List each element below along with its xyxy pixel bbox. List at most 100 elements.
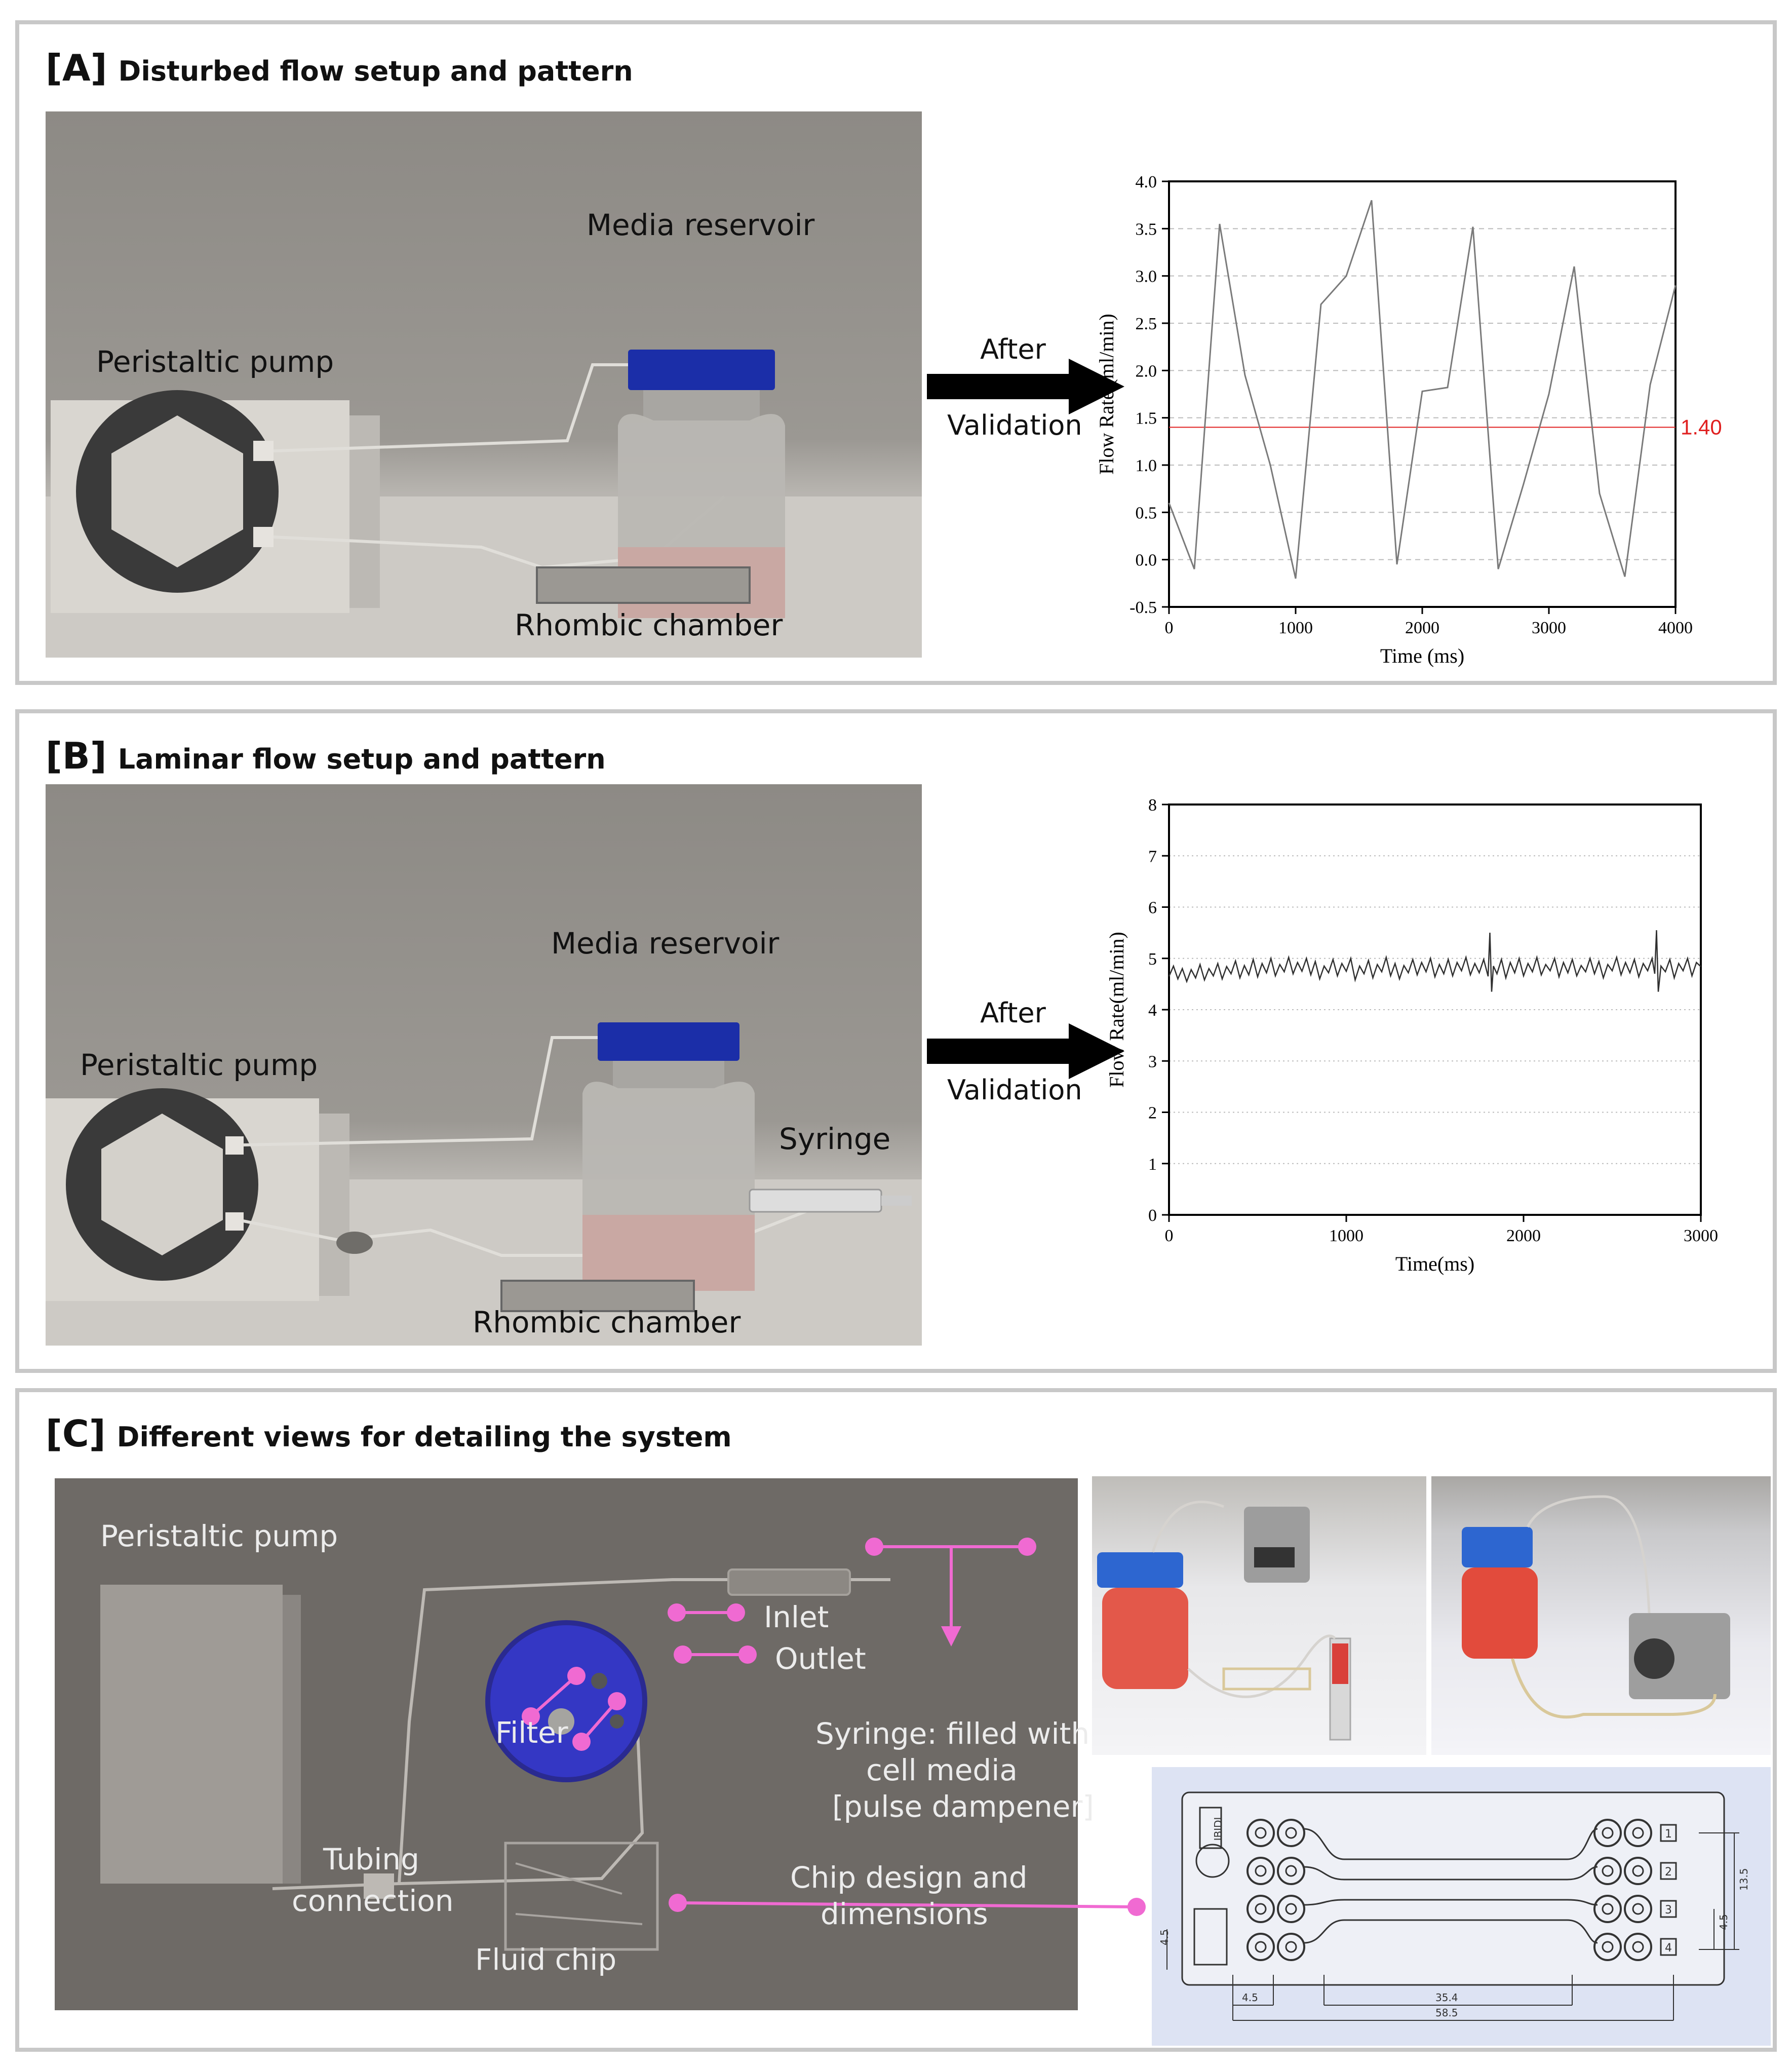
photo-setup-1-drawing [1097, 1501, 1351, 1741]
y-tick-label: 0.5 [1136, 504, 1157, 522]
y-tick-label: 1 [1148, 1155, 1157, 1174]
y-axis-label: Flow Rate(ml/min) [1108, 932, 1128, 1088]
port-hole [1255, 1865, 1267, 1877]
port-ring [1277, 1933, 1305, 1961]
port-hole [1602, 1941, 1614, 1953]
port-hole [1255, 1903, 1267, 1915]
x-axis-label: Time (ms) [1380, 644, 1464, 667]
pointer-dot [669, 1894, 687, 1912]
x-tick-label: 1000 [1329, 1227, 1364, 1245]
port-ring [1277, 1857, 1305, 1885]
x-tick-label: 0 [1165, 1227, 1174, 1245]
y-tick-label: 1.5 [1136, 409, 1157, 428]
laminar-flow-illustration [46, 1022, 922, 1346]
port-hole [1632, 1827, 1644, 1839]
panel-b: [B]Laminar flow setup and pattern Media … [15, 709, 1777, 1373]
y-tick-label: 3 [1148, 1052, 1157, 1071]
series-line [1168, 200, 1677, 579]
x-tick-label: 2000 [1506, 1227, 1541, 1245]
port-ring [1624, 1895, 1652, 1923]
pointer-dot [668, 1603, 686, 1622]
arrow-a-bottom-text: Validation [947, 409, 1082, 441]
pointer-dot [608, 1692, 626, 1710]
pointer-arrowhead [941, 1626, 961, 1646]
panel-c-render [55, 1478, 1078, 2010]
y-tick-label: 4 [1148, 1001, 1157, 1020]
dim-a: 4.5 [1242, 1992, 1258, 2004]
y-tick-label: 3.5 [1136, 220, 1157, 239]
port-hole [1602, 1903, 1614, 1915]
channel-path [1303, 1919, 1598, 1944]
panel-c: [C]Different views for detailing the sys… [15, 1388, 1777, 2052]
disturbed-flow-illustration [46, 350, 922, 658]
port-hole [1632, 1903, 1644, 1915]
y-tick-label: 2.0 [1136, 362, 1157, 380]
x-tick-label: 3000 [1684, 1227, 1718, 1245]
port-hole [1255, 1941, 1267, 1953]
pointer-dot [1018, 1538, 1036, 1556]
y-tick-label: 7 [1148, 847, 1157, 866]
port-ring [1624, 1933, 1652, 1961]
panel-b-title: [B] Laminar flow setup and pattern [46, 735, 606, 777]
panel-a-render [46, 111, 922, 658]
port-number-box [1660, 1900, 1677, 1918]
label-syringe-l3: [pulse dampener] [832, 1789, 1094, 1824]
port-number: 1 [1665, 1828, 1672, 1841]
label-media-reservoir-a: Media reservoir [587, 208, 815, 242]
port-hole [1632, 1865, 1644, 1877]
label-chip-design-l1: Chip design and [790, 1860, 1028, 1895]
arrow-b-top-text: After [980, 997, 1046, 1029]
port-hole [1602, 1827, 1614, 1839]
pointer-dot [522, 1707, 540, 1726]
label-tubing-l2: connection [292, 1884, 454, 1918]
port-number-box [1660, 1938, 1677, 1956]
port-ring [1624, 1857, 1652, 1885]
chip-id-text: IBIDI [1212, 1817, 1224, 1841]
y-tick-label: 1.0 [1136, 456, 1157, 475]
panel-c-tag: [C] [46, 1412, 106, 1455]
pointer-line [530, 1674, 577, 1718]
x-tick-label: 4000 [1658, 619, 1693, 637]
panel-a-heading: Disturbed flow setup and pattern [118, 55, 633, 87]
pointer-layer [522, 1538, 1146, 1916]
label-peristaltic-pump-c: Peristaltic pump [100, 1519, 338, 1553]
label-syringe-l1: Syringe: filled with [815, 1716, 1090, 1751]
x-tick-label: 1000 [1278, 619, 1313, 637]
port-hole [1285, 1903, 1297, 1915]
port-ring [1277, 1895, 1305, 1923]
panel-b-heading: Laminar flow setup and pattern [118, 743, 606, 775]
x-tick-label: 0 [1165, 619, 1174, 637]
port-hole [1285, 1865, 1297, 1877]
arrow-b [927, 1023, 1124, 1079]
y-tick-label: 0.0 [1136, 551, 1157, 570]
label-fluid-chip: Fluid chip [475, 1942, 617, 1977]
label-outlet: Outlet [775, 1641, 866, 1676]
label-rhombic-chamber-b: Rhombic chamber [473, 1305, 741, 1339]
port-number-box [1660, 1824, 1677, 1842]
dim-b: 35.4 [1435, 1992, 1458, 2004]
panel-a-title: [A] Disturbed flow setup and pattern [46, 47, 633, 89]
port-hole [1285, 1827, 1297, 1839]
label-inlet: Inlet [764, 1600, 829, 1634]
top-view-illustration [100, 1568, 890, 1951]
port-ring [1593, 1857, 1622, 1885]
label-filter: Filter [495, 1715, 568, 1750]
dim-e: 4.5 [1718, 1914, 1730, 1930]
arrow-b-bottom-text: Validation [947, 1074, 1082, 1106]
panel-b-tag: [B] [46, 735, 107, 777]
pointer-dot [1127, 1898, 1146, 1916]
pointer-dot [865, 1538, 883, 1556]
port-ring [1593, 1933, 1622, 1961]
y-tick-label: -0.5 [1129, 598, 1157, 617]
y-tick-label: 8 [1148, 796, 1157, 815]
port-ring [1246, 1857, 1275, 1885]
port-number: 4 [1665, 1942, 1672, 1955]
y-tick-label: 2.5 [1136, 315, 1157, 333]
port-hole [1255, 1827, 1267, 1839]
panel-a-tag: [A] [46, 47, 107, 89]
y-tick-label: 3.0 [1136, 267, 1157, 286]
arrow-a-top-text: After [980, 333, 1046, 365]
